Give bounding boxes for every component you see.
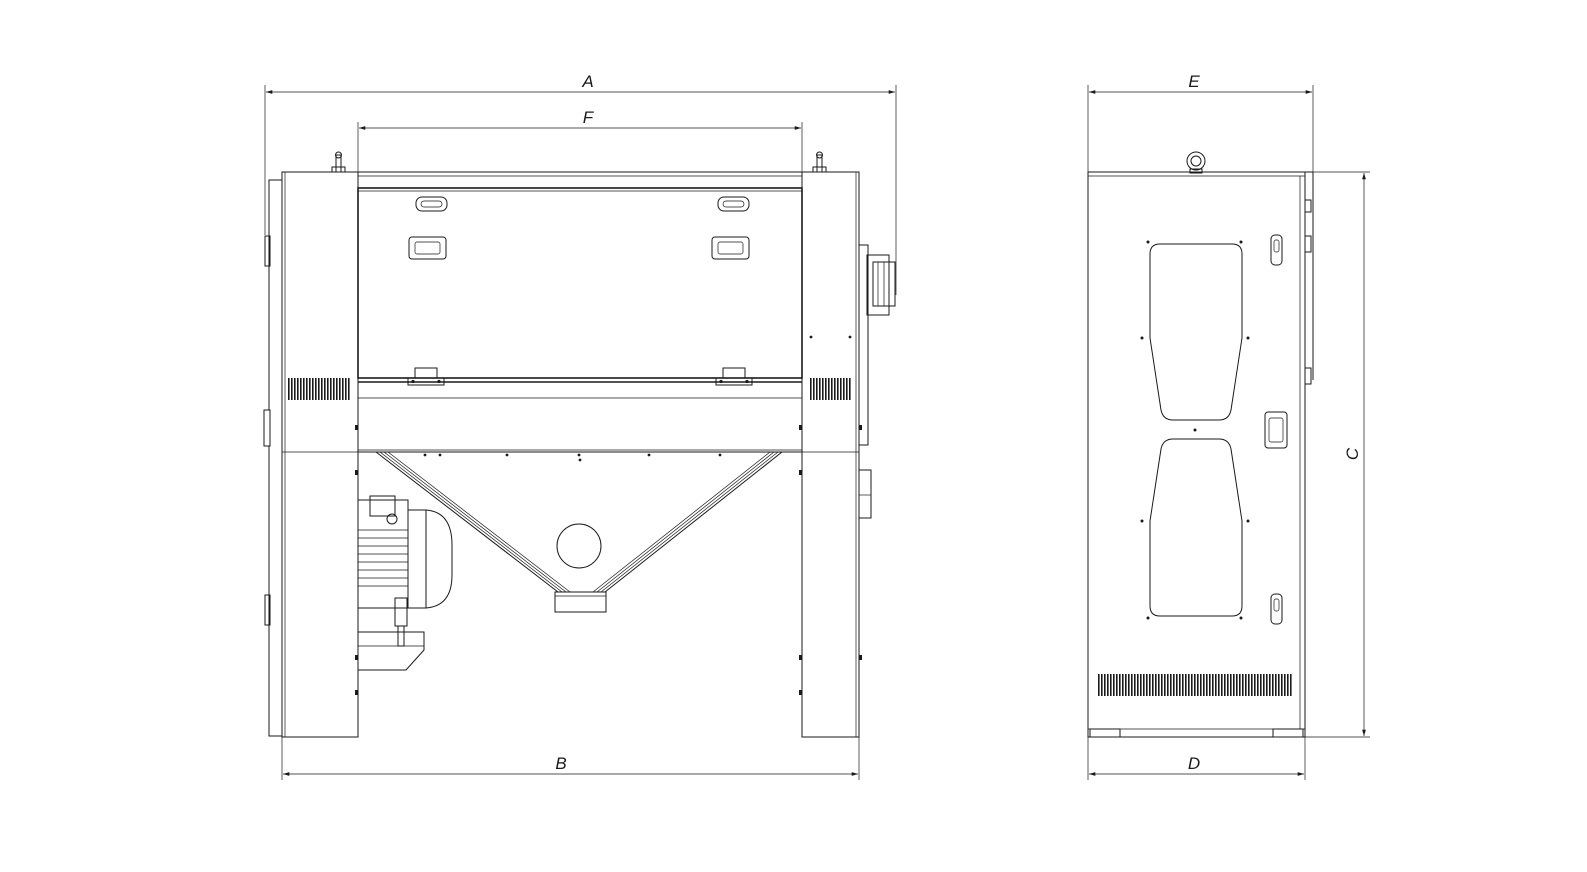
front-right-column: [801, 171, 896, 738]
front-bottom-bolts: [423, 453, 722, 462]
dimension-B-label: B: [555, 754, 566, 773]
front-door-latches: [415, 196, 750, 212]
dimension-D-label: D: [1188, 754, 1200, 773]
side-view: [1087, 151, 1314, 738]
front-view: [263, 151, 896, 738]
side-handle: [1264, 411, 1288, 449]
dimension-B: B: [281, 737, 860, 780]
dimension-E-label: E: [1188, 72, 1200, 91]
dimension-A: A: [264, 72, 897, 295]
dimension-F-label: F: [583, 108, 595, 127]
front-motor: [357, 495, 453, 671]
dimension-C-label: C: [1343, 447, 1362, 460]
dimension-E: E: [1087, 72, 1314, 172]
front-left-column: [281, 171, 359, 738]
dimension-F: F: [357, 108, 803, 172]
front-left-side-panel: [263, 179, 283, 737]
front-door-hinges: [407, 367, 753, 386]
side-lifting-eye: [1186, 151, 1206, 174]
dimension-D: D: [1087, 737, 1306, 780]
dimensions: A F B E D: [264, 72, 1370, 780]
side-latches: [1270, 234, 1283, 625]
right-vent-grille: [809, 378, 851, 400]
dimension-C: C: [1305, 171, 1370, 738]
dimension-A-label: A: [581, 72, 593, 91]
front-column-bolts: [355, 425, 862, 695]
side-vent-grille: [1098, 674, 1293, 696]
front-hopper: [375, 451, 783, 613]
left-vent-grille: [288, 378, 351, 400]
side-inspection-windows: [1140, 240, 1250, 620]
front-central-housing: [357, 171, 803, 462]
front-lifting-eyes: [331, 151, 827, 173]
front-door-handles: [408, 236, 750, 260]
